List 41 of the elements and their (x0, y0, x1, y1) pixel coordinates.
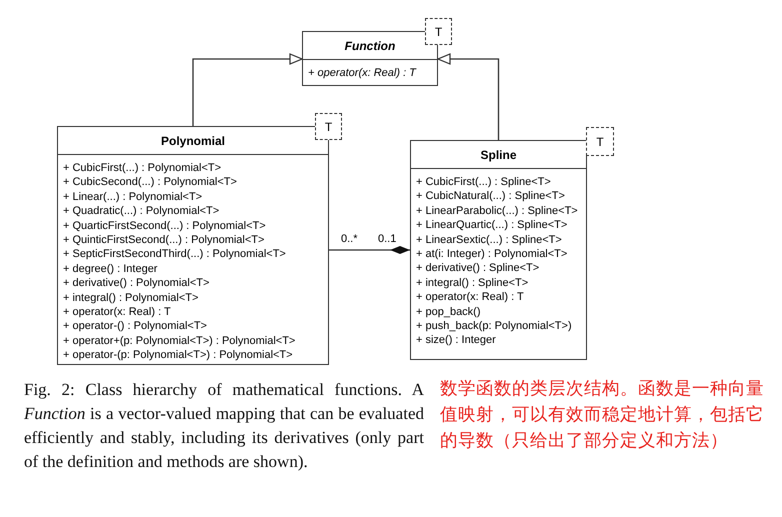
member-text: + SepticFirstSecondThird(...) : Polynomial<T> (62, 247, 286, 262)
member-text: + operator+(p: Polynomial<T>) : Polynomial<T> (62, 334, 296, 348)
member-text: + LinearParabolic(...) : Spline<T> (415, 204, 578, 218)
class-name: Spline (480, 148, 516, 162)
member-text: + Quadratic(...) : Polynomial<T> (62, 204, 220, 219)
template-parameter-box: T (586, 127, 614, 156)
inheritance-arrow (192, 53, 303, 126)
member-text: + QuinticFirstSecond(...) : Polynomial<T> (62, 233, 264, 248)
member-text: + degree() : Integer (62, 262, 158, 276)
inheritance-arrow (437, 53, 500, 140)
member-text: + integral() : Polynomial<T> (62, 290, 198, 306)
template-parameter-box: T (425, 18, 452, 45)
member-text: + integral() : Spline<T> (415, 276, 528, 290)
member-text: + derivative() : Polynomial<T> (62, 276, 210, 291)
member-text: + push_back(p: Polynomial<T>) (415, 319, 572, 334)
class-name: Function (344, 38, 396, 52)
class-box (410, 140, 587, 360)
member-text: + QuarticFirstSecond(...) : Polynomial<T> (62, 218, 266, 234)
multiplicity-label: 0..1 (378, 233, 396, 245)
member-text: + LinearSextic(...) : Spline<T> (415, 232, 562, 248)
member-text: + operator-() : Polynomial<T> (62, 319, 207, 334)
member-text: + operator(x: Real) : T (62, 305, 171, 320)
member-text: + derivative() : Spline<T> (415, 261, 540, 276)
member-text: + CubicSecond(...) : Polynomial<T> (62, 175, 237, 190)
member-text: + CubicFirst(...) : Polynomial<T> (62, 161, 222, 176)
member-text: + size() : Integer (415, 333, 496, 348)
composition-line (329, 246, 410, 254)
annotation-text: 数学函数的类层次结构。函数是一种向量值映射，可以有效而稳定地计算，包括它的导数（只给出了部分定义和方法） (440, 378, 765, 453)
member-text: + operator(x: Real) : T (415, 290, 524, 305)
member-text: + CubicNatural(...) : Spline<T> (415, 189, 565, 204)
member-text: + LinearQuartic(...) : Spline<T> (415, 218, 568, 233)
member-text: + operator(x: Real) : T (307, 66, 416, 80)
member-text: + pop_back() (415, 304, 481, 320)
member-text: + CubicFirst(...) : Spline<T> (415, 175, 551, 190)
multiplicity-label: 0..* (341, 233, 358, 245)
member-text: + operator-(p: Polynomial<T>) : Polynomial<T> (62, 348, 293, 363)
member-text: + at(i: Integer) : Polynomial<T> (415, 247, 568, 262)
template-parameter-box: T (315, 113, 342, 140)
class-name: Polynomial (160, 134, 225, 148)
figure-caption: Fig. 2: Class hierarchy of mathematical functions. A Function is a vector-valued mapping that can be evaluated efficiently and stably, including its derivatives (only part of the definition and methods are shown). (24, 379, 424, 473)
member-text: + Linear(...) : Polynomial<T> (62, 190, 202, 204)
